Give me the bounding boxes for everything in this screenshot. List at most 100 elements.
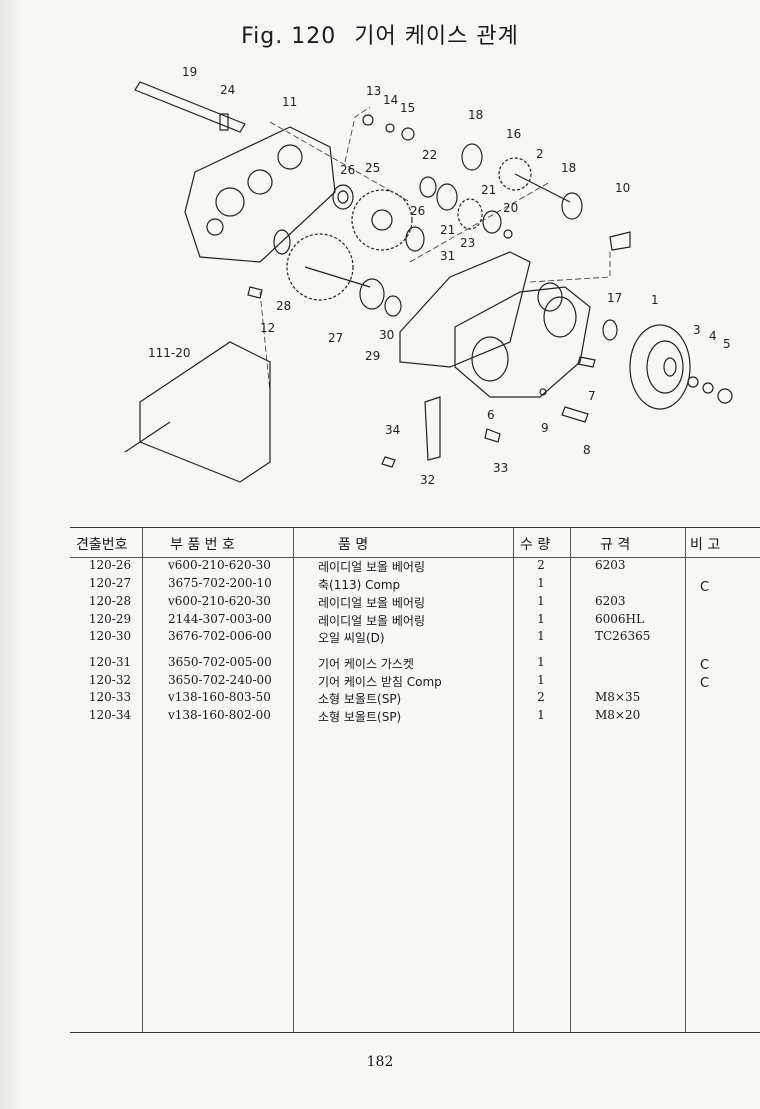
part-number-cell: 3675-702-200-10 (168, 576, 272, 590)
part-number-cell: v138-160-802-00 (168, 708, 271, 722)
bearing-26-upper (332, 184, 354, 210)
part-name-cell: 축(113) Comp (318, 578, 401, 592)
header-note: 비 고 (690, 537, 721, 553)
gear-case-cover-11 (184, 126, 336, 263)
key-24 (219, 113, 229, 131)
header-divider (70, 557, 760, 558)
qty-cell: 1 (537, 708, 545, 722)
ref-cell: 120-32 (88, 673, 132, 687)
table-row: 120-34 v138-160-802-00 소형 보올트(SP) 1 M8×2… (70, 708, 760, 725)
table-row: 120-33 v138-160-803-50 소형 보올트(SP) 2 M8×3… (70, 690, 760, 707)
part-name-cell: 소형 보올트(SP) (318, 710, 402, 724)
svg-text:14: 14 (383, 93, 398, 107)
svg-text:17: 17 (607, 291, 622, 305)
spec-cell: M8×20 (595, 708, 641, 722)
note-cell: C (700, 580, 710, 595)
bearing-28 (273, 229, 291, 255)
header-qty: 수 량 (520, 537, 551, 553)
bracket-32 (424, 396, 441, 461)
svg-text:25: 25 (365, 161, 380, 175)
spec-cell: TC26365 (595, 629, 651, 643)
note-cell: C (700, 658, 710, 673)
spec-cell: M8×35 (595, 690, 641, 704)
bearing-18-upper (461, 143, 483, 171)
part-number-cell: v600-210-620-30 (168, 594, 271, 608)
qty-cell: 1 (537, 612, 545, 626)
svg-text:3: 3 (693, 323, 701, 337)
ref-cell: 120-30 (88, 629, 132, 643)
gear-25 (351, 189, 413, 251)
spec-cell: 6006HL (595, 612, 644, 626)
part-name-cell: 기어 케이스 가스켓 (318, 657, 414, 671)
col-divider (293, 528, 294, 1032)
svg-text:21: 21 (440, 223, 455, 237)
svg-text:33: 33 (493, 461, 508, 475)
parts-table: 견출번호 부 품 번 호 품 명 수 량 규 격 비 고 120-26 v600… (70, 527, 760, 1033)
oil-seal-30 (384, 295, 402, 317)
svg-text:18: 18 (468, 108, 483, 122)
svg-text:5: 5 (723, 337, 731, 351)
svg-text:21: 21 (481, 183, 496, 197)
chassis-111-20 (139, 341, 271, 483)
svg-text:23: 23 (460, 236, 475, 250)
spec-cell: 6203 (595, 558, 626, 572)
part-name-cell: 레이디얼 보올 베어링 (318, 596, 425, 610)
svg-text:24: 24 (220, 83, 235, 97)
svg-text:32: 32 (420, 473, 435, 487)
table-row: 120-27 3675-702-200-10 축(113) Comp 1 C (70, 576, 760, 595)
svg-text:16: 16 (506, 127, 521, 141)
part-name-cell: 소형 보올트(SP) (318, 692, 402, 706)
bearing-29 (359, 278, 385, 310)
table-row: 120-32 3650-702-240-00 기어 케이스 받침 Comp 1 … (70, 673, 760, 691)
header-ref: 견출번호 (76, 537, 128, 553)
part-number-cell: 3676-702-006-00 (168, 629, 272, 643)
part-number-cell: v600-210-620-30 (168, 558, 271, 572)
figure-title: 기어 케이스 관계 (354, 24, 519, 49)
svg-text:9: 9 (541, 421, 549, 435)
part-name-cell: 레이디얼 보올 베어링 (318, 614, 425, 628)
ref-cell: 120-28 (88, 594, 132, 608)
qty-cell: 1 (537, 594, 545, 608)
svg-text:26: 26 (410, 204, 425, 218)
table-row: 120-30 3676-702-006-00 오일 씨일(D) 1 TC2636… (70, 629, 760, 646)
qty-cell: 2 (537, 690, 545, 704)
svg-text:19: 19 (182, 65, 197, 79)
table-row: 120-26 v600-210-620-30 레이디얼 보올 베어링 2 620… (70, 558, 760, 575)
figure-number: Fig. 120 (241, 24, 337, 49)
svg-text:4: 4 (709, 329, 717, 343)
svg-text:1: 1 (651, 293, 659, 307)
svg-text:11: 11 (282, 95, 297, 109)
svg-text:15: 15 (400, 101, 415, 115)
col-divider (142, 528, 143, 1032)
svg-text:30: 30 (379, 328, 394, 342)
ref-cell: 120-31 (88, 655, 132, 669)
table-row: 120-31 3650-702-005-00 기어 케이스 가스켓 1 C (70, 655, 760, 673)
table-row: 120-28 v600-210-620-30 레이디얼 보올 베어링 1 620… (70, 594, 760, 611)
svg-text:26: 26 (340, 163, 355, 177)
note-cell: C (700, 676, 710, 691)
svg-text:31: 31 (440, 249, 455, 263)
qty-cell: 1 (537, 629, 545, 643)
bearing-18-right (561, 192, 583, 220)
ref-cell: 120-33 (88, 690, 132, 704)
col-divider (513, 528, 514, 1032)
ref-cell: 120-26 (88, 558, 132, 572)
svg-text:28: 28 (276, 299, 291, 313)
svg-text:29: 29 (365, 349, 380, 363)
svg-text:12: 12 (260, 321, 275, 335)
gear-27 (286, 233, 354, 301)
gasket-31 (399, 251, 531, 368)
qty-cell: 1 (537, 673, 545, 687)
col-divider (570, 528, 571, 1032)
header-part-no: 부 품 번 호 (170, 537, 235, 553)
svg-text:13: 13 (366, 84, 381, 98)
shaft-19 (134, 81, 246, 133)
part-number-cell: 3650-702-005-00 (168, 655, 272, 669)
seal-17 (602, 319, 618, 341)
svg-text:111-20: 111-20 (148, 346, 191, 360)
page-edge (0, 0, 22, 1109)
header-spec: 규 격 (600, 537, 631, 553)
part-name-cell: 기어 케이스 받침 Comp (318, 675, 442, 689)
spec-cell: 6203 (595, 594, 626, 608)
